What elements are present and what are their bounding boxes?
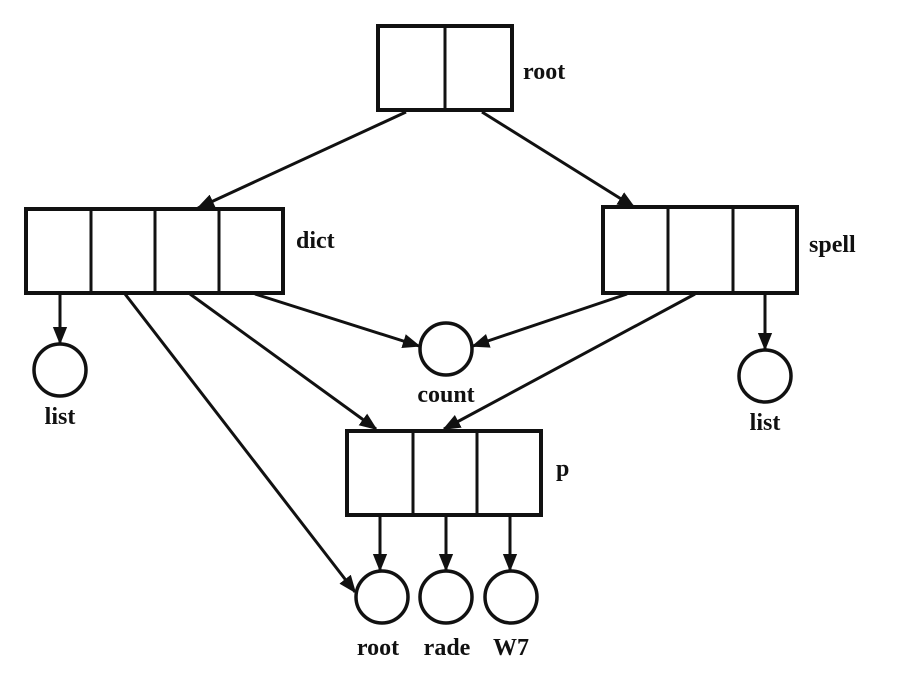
record-dict: dict: [24, 207, 335, 295]
leaf-list-right-label: list: [750, 410, 781, 436]
leaf-count: count: [417, 321, 475, 408]
edge-spell-p: [442, 292, 696, 431]
record-p-box: [345, 429, 543, 517]
leaf-node-circle: [354, 569, 410, 625]
leaf-node-circle: [483, 569, 539, 625]
record-spell-label: spell: [809, 232, 856, 258]
leaf-node-circle: [418, 321, 474, 377]
record-spell-box: [601, 205, 799, 295]
leaf-node-circle: [418, 569, 474, 625]
leaf-rade: rade: [418, 569, 474, 661]
leaf-list-right: list: [737, 348, 793, 436]
leaf-node-circle: [737, 348, 793, 404]
edge-root-dict: [196, 110, 407, 210]
leaf-list-left-label: list: [45, 404, 76, 430]
record-root-label: root: [523, 59, 565, 85]
record-dict-label: dict: [296, 228, 335, 254]
record-root: root: [376, 24, 565, 112]
leaf-root-label: root: [357, 635, 399, 661]
leaf-list-left: list: [32, 342, 88, 430]
leaf-w7-label: W7: [493, 635, 529, 661]
leaf-count-label: count: [417, 382, 474, 408]
record-spell: spell: [601, 205, 856, 295]
record-p: p: [345, 429, 569, 517]
edges: [52, 110, 773, 594]
leaf-root: root: [354, 569, 410, 661]
leaf-node-circle: [32, 342, 88, 398]
edge-dict-p: [189, 292, 378, 431]
edge-root-spell: [481, 110, 636, 209]
edge-spell-count: [471, 292, 628, 348]
leaf-w7: W7: [483, 569, 539, 661]
edge-dict-root-leaf: [123, 293, 357, 594]
edge-dict-count: [254, 292, 421, 348]
leaf-rade-label: rade: [424, 635, 471, 661]
record-p-label: p: [556, 456, 569, 482]
